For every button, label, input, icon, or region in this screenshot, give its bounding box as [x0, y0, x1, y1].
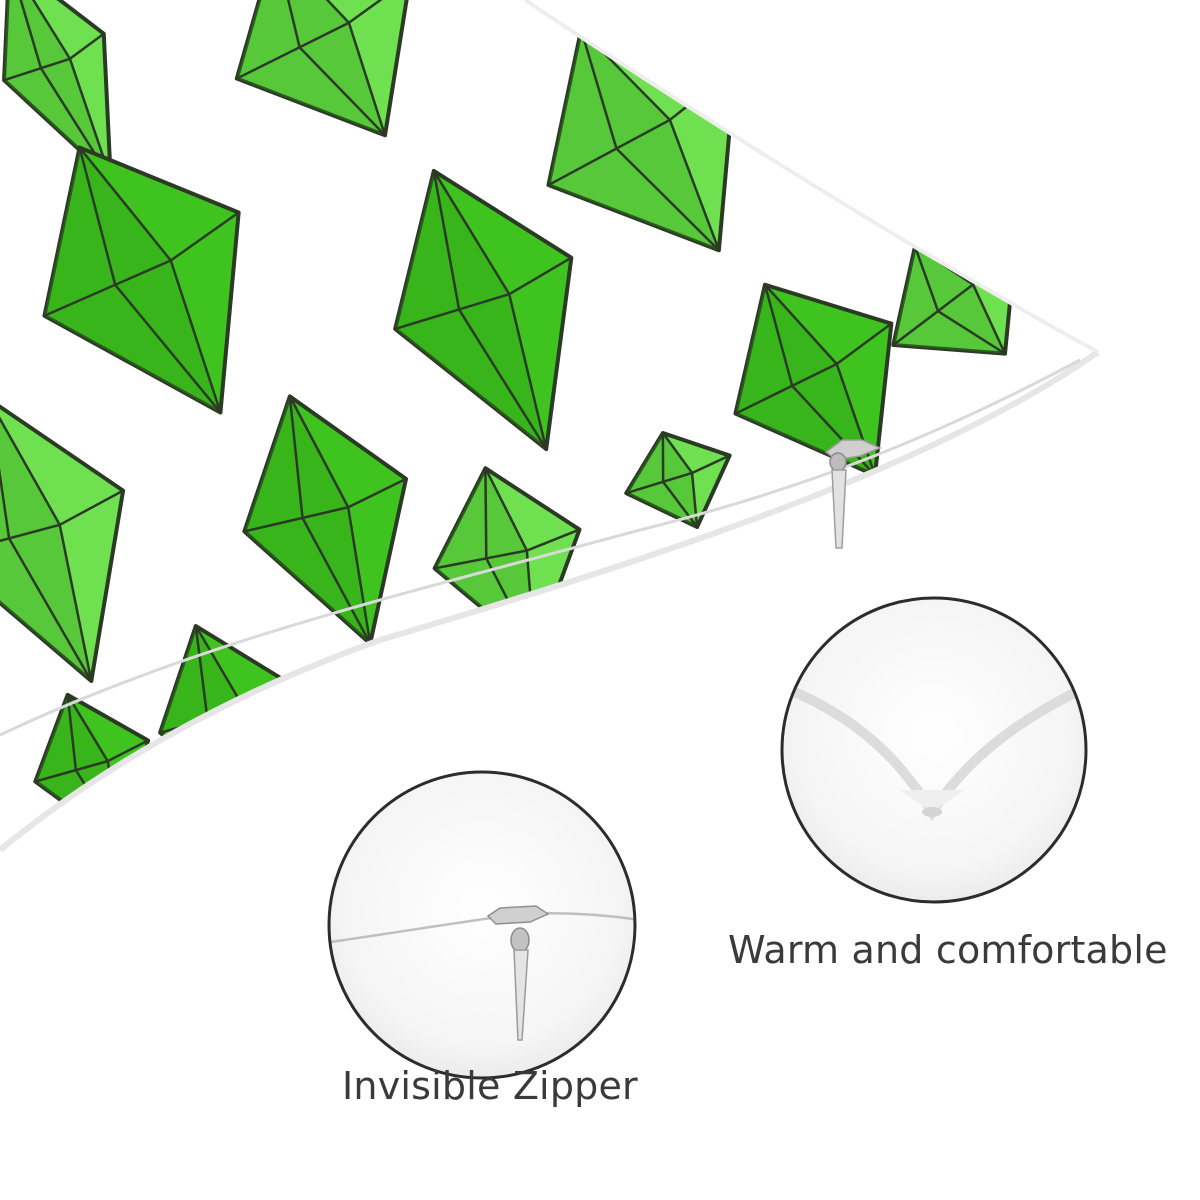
gem-shape — [2, 0, 113, 181]
gem-shape — [0, 397, 126, 683]
caption-invisible-zipper: Invisible Zipper — [342, 1064, 638, 1108]
gem-shape — [42, 145, 241, 415]
zipper-seam — [0, 358, 1081, 737]
caption-warm-comfortable: Warm and comfortable — [728, 928, 1168, 972]
gem-shape — [242, 394, 409, 646]
gem-shape — [733, 282, 894, 478]
zipper-closeup-icon — [327, 770, 637, 1080]
gem-shape — [624, 431, 732, 529]
fabric-closeup-icon — [780, 596, 1088, 904]
gem-shape — [393, 168, 574, 452]
zipper-pull-icon — [824, 439, 882, 549]
gem-shape — [234, 0, 413, 138]
